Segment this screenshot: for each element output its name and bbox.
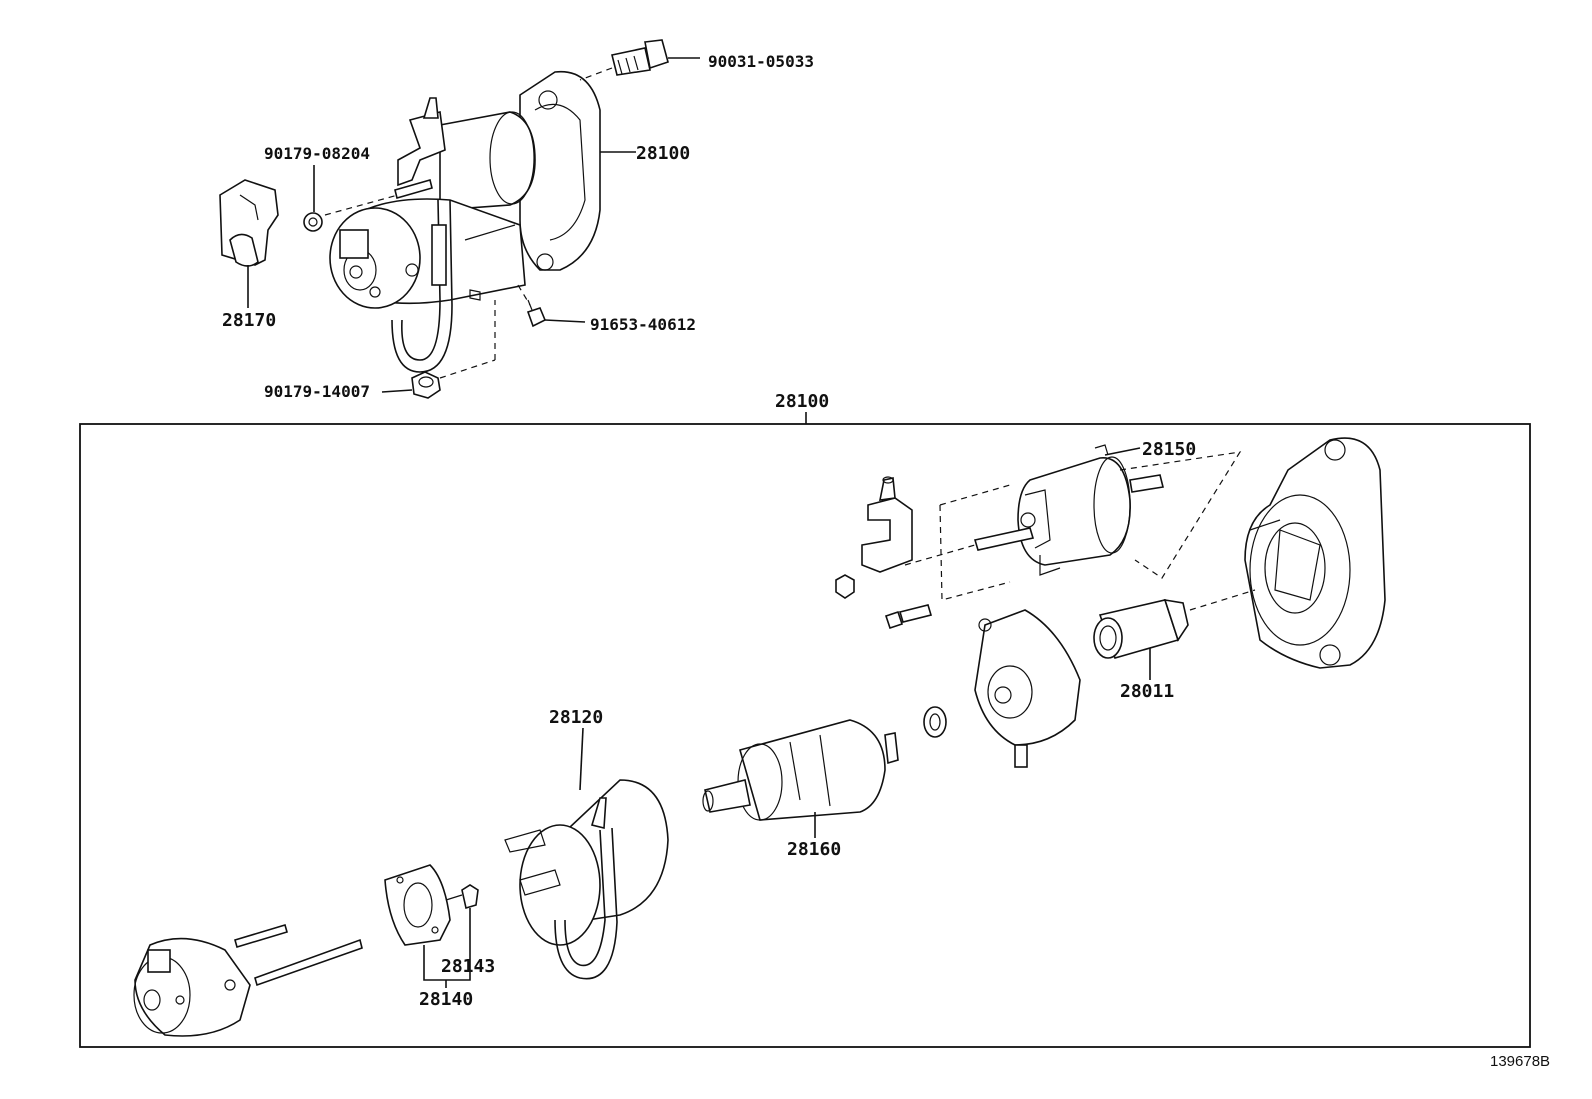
screw-91653-40612-part [526, 299, 547, 328]
bolt-90031-05033-part [611, 39, 669, 76]
label-nut: 90179-08204 [264, 144, 370, 163]
nut-small-part [835, 574, 855, 599]
brush-28143-part [445, 884, 479, 910]
terminal-bracket-part [861, 476, 913, 573]
label-bolt-top: 90031-05033 [708, 52, 814, 71]
commutator-end-frame-part [133, 924, 363, 1037]
label-screw: 91653-40612 [590, 315, 696, 334]
label-cover: 28170 [222, 310, 276, 331]
solenoid-switch-28150-part [973, 444, 1164, 576]
label-starter-assy-box: 28100 [775, 391, 829, 412]
washer-part [923, 706, 947, 738]
label-brush: 28143 [441, 956, 495, 977]
clutch-28011-part [1093, 598, 1189, 659]
center-bearing-part [974, 609, 1081, 768]
label-brush-holder: 28140 [419, 989, 473, 1010]
yoke-28120-part [504, 779, 669, 980]
nut-90179-14007-part [411, 371, 441, 399]
label-clutch: 28011 [1120, 681, 1174, 702]
label-yoke: 28120 [549, 707, 603, 728]
exploded-view-frame [79, 423, 1531, 1048]
label-starter-assy-top: 28100 [636, 143, 690, 164]
reference-code: 139678B [1490, 1053, 1550, 1070]
label-nut-large: 90179-14007 [264, 382, 370, 401]
label-armature: 28160 [787, 839, 841, 860]
nut-90179-08204-part [303, 212, 323, 232]
starter-assembly-illustration [329, 70, 601, 373]
bolt-small-part [884, 604, 933, 630]
drive-housing-part [1244, 437, 1386, 669]
armature-28160-part [702, 719, 899, 821]
cover-28170-part [219, 179, 279, 267]
label-switch: 28150 [1142, 439, 1196, 460]
brush-holder-28140-part [384, 864, 451, 946]
